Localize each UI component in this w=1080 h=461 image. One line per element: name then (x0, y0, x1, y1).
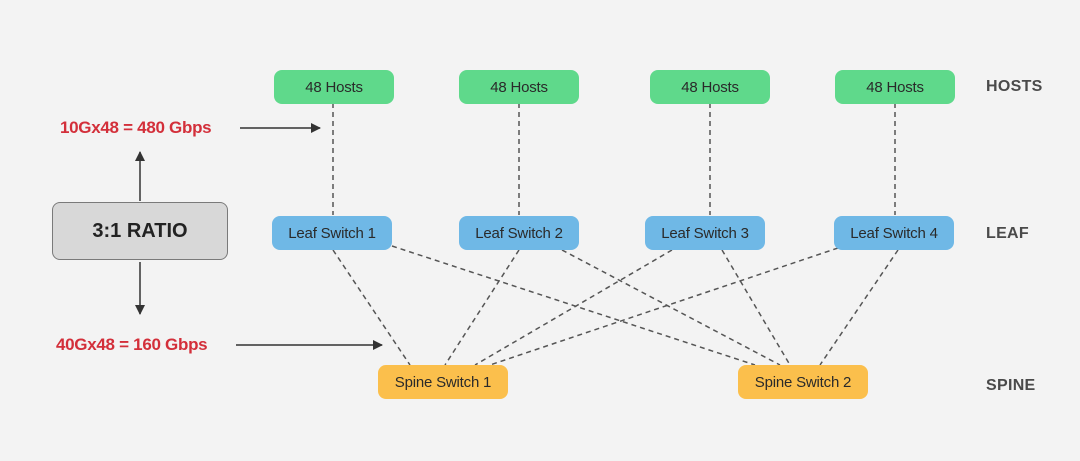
spine-switch-2: Spine Switch 2 (738, 365, 868, 399)
host-node-4: 48 Hosts (835, 70, 955, 104)
leaf4-spine1-link (489, 247, 839, 366)
leaf-switch-1: Leaf Switch 1 (272, 216, 392, 250)
host-node-3: 48 Hosts (650, 70, 770, 104)
leaf-switch-3: Leaf Switch 3 (645, 216, 765, 250)
leaf1-spine2-link (391, 245, 756, 366)
leaf1-spine1-link (332, 249, 411, 366)
tier-label-spine: SPINE (986, 377, 1036, 394)
leaf-switch-4: Leaf Switch 4 (834, 216, 954, 250)
uplink-rate-label: 40Gx48 = 160 Gbps (56, 335, 208, 354)
host-node-2: 48 Hosts (459, 70, 579, 104)
tier-label-hosts: HOSTS (986, 78, 1043, 95)
leaf2-spine1-link (444, 249, 520, 366)
spine-switch-1: Spine Switch 1 (378, 365, 508, 399)
tier-label-leaf: LEAF (986, 225, 1029, 242)
leaf3-spine1-link (474, 249, 673, 366)
host-node-1: 48 Hosts (274, 70, 394, 104)
leaf2-spine2-link (561, 249, 781, 366)
leaf4-spine2-link (819, 249, 899, 366)
ratio-box: 3:1 RATIO (52, 202, 228, 260)
leaf3-spine2-link (721, 249, 791, 366)
downlink-rate-label: 10Gx48 = 480 Gbps (60, 118, 212, 137)
leaf-switch-2: Leaf Switch 2 (459, 216, 579, 250)
